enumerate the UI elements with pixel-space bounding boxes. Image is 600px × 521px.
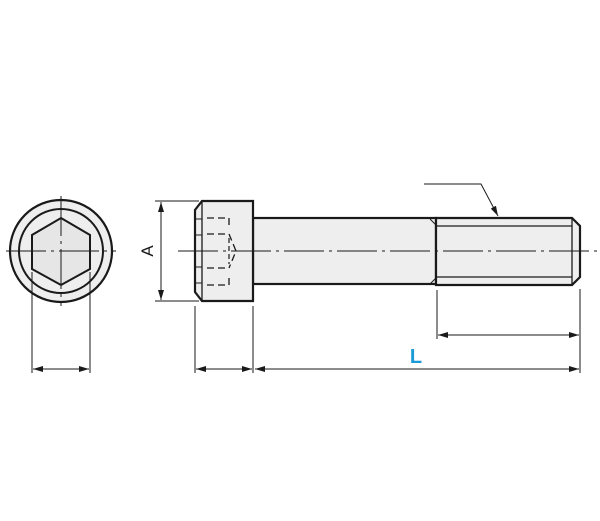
dimension-thread-length bbox=[436, 289, 581, 373]
hidden-socket bbox=[207, 217, 237, 286]
dimension-head-length bbox=[194, 306, 254, 373]
dim-l-label: L bbox=[410, 346, 422, 368]
dimension-a: A bbox=[138, 200, 199, 302]
end-view bbox=[6, 196, 116, 373]
thread-chamfer-bottom bbox=[429, 276, 438, 285]
thread-callout bbox=[424, 183, 499, 217]
dimension-l: L bbox=[255, 346, 579, 372]
side-view bbox=[178, 199, 598, 303]
thread-chamfer-top bbox=[429, 218, 438, 227]
dim-a-label: A bbox=[138, 245, 157, 257]
